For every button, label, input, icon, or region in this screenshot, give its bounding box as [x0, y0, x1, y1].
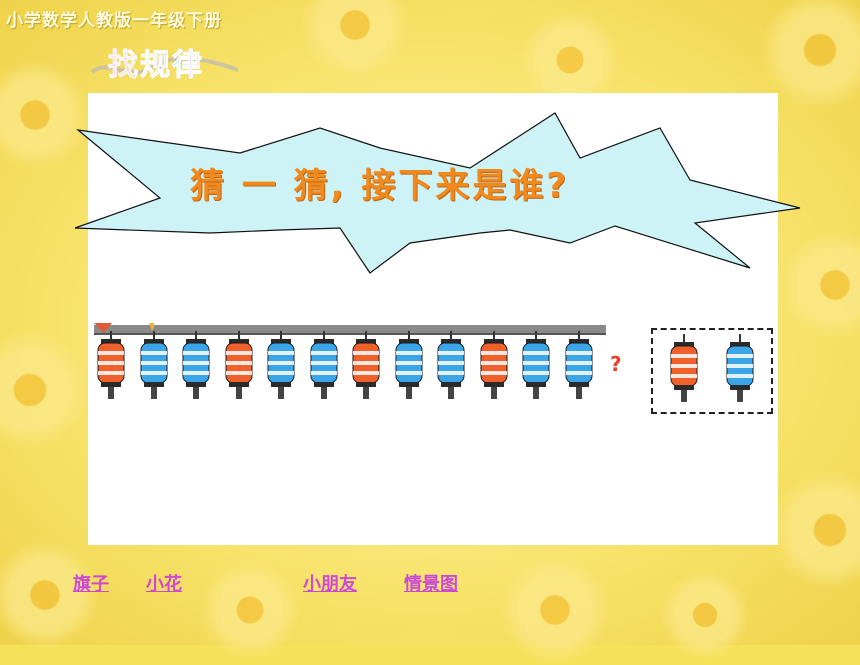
swirl-decoration	[90, 56, 239, 75]
lantern-blue	[309, 331, 339, 411]
link-flowers[interactable]: 小花	[146, 574, 182, 595]
flower-decoration	[300, 0, 410, 80]
answer-options-box	[651, 328, 773, 414]
option-lantern-blue[interactable]	[725, 334, 755, 414]
option-lantern-red[interactable]	[669, 334, 699, 414]
lantern-blue	[436, 331, 466, 411]
lantern-blue	[139, 331, 169, 411]
question-mark: ?	[610, 352, 622, 376]
lantern-blue	[394, 331, 424, 411]
starburst-shape	[74, 112, 801, 274]
flower-decoration	[760, 0, 860, 110]
lantern-red	[96, 331, 126, 411]
lantern-red	[479, 331, 509, 411]
guess-prompt: 猜 一 猜, 接下来是谁?	[190, 166, 570, 206]
flower-decoration	[500, 555, 610, 665]
link-children[interactable]: 小朋友	[303, 574, 357, 595]
lantern-blue	[564, 331, 594, 411]
flower-decoration	[770, 470, 860, 590]
course-title: 小学数学人教版一年级下册	[6, 11, 222, 31]
decoration-corner	[94, 323, 154, 333]
flower-decoration	[660, 570, 750, 660]
lantern-red	[351, 331, 381, 411]
flower-decoration	[0, 60, 90, 170]
flower-decoration	[780, 230, 860, 340]
lantern-blue	[181, 331, 211, 411]
lesson-title-block: 找规律	[90, 38, 250, 86]
lesson-title: 找规律	[108, 40, 204, 84]
lantern-sequence	[94, 323, 606, 413]
link-flags[interactable]: 旗子	[73, 574, 109, 595]
lantern-blue	[266, 331, 296, 411]
flower-decoration	[0, 330, 90, 450]
lantern-red	[224, 331, 254, 411]
flower-decoration	[200, 560, 300, 660]
link-scene-picture[interactable]: 情景图	[404, 574, 458, 595]
lantern-blue	[521, 331, 551, 411]
flower-decoration	[0, 540, 100, 650]
hanging-rope	[94, 325, 606, 335]
